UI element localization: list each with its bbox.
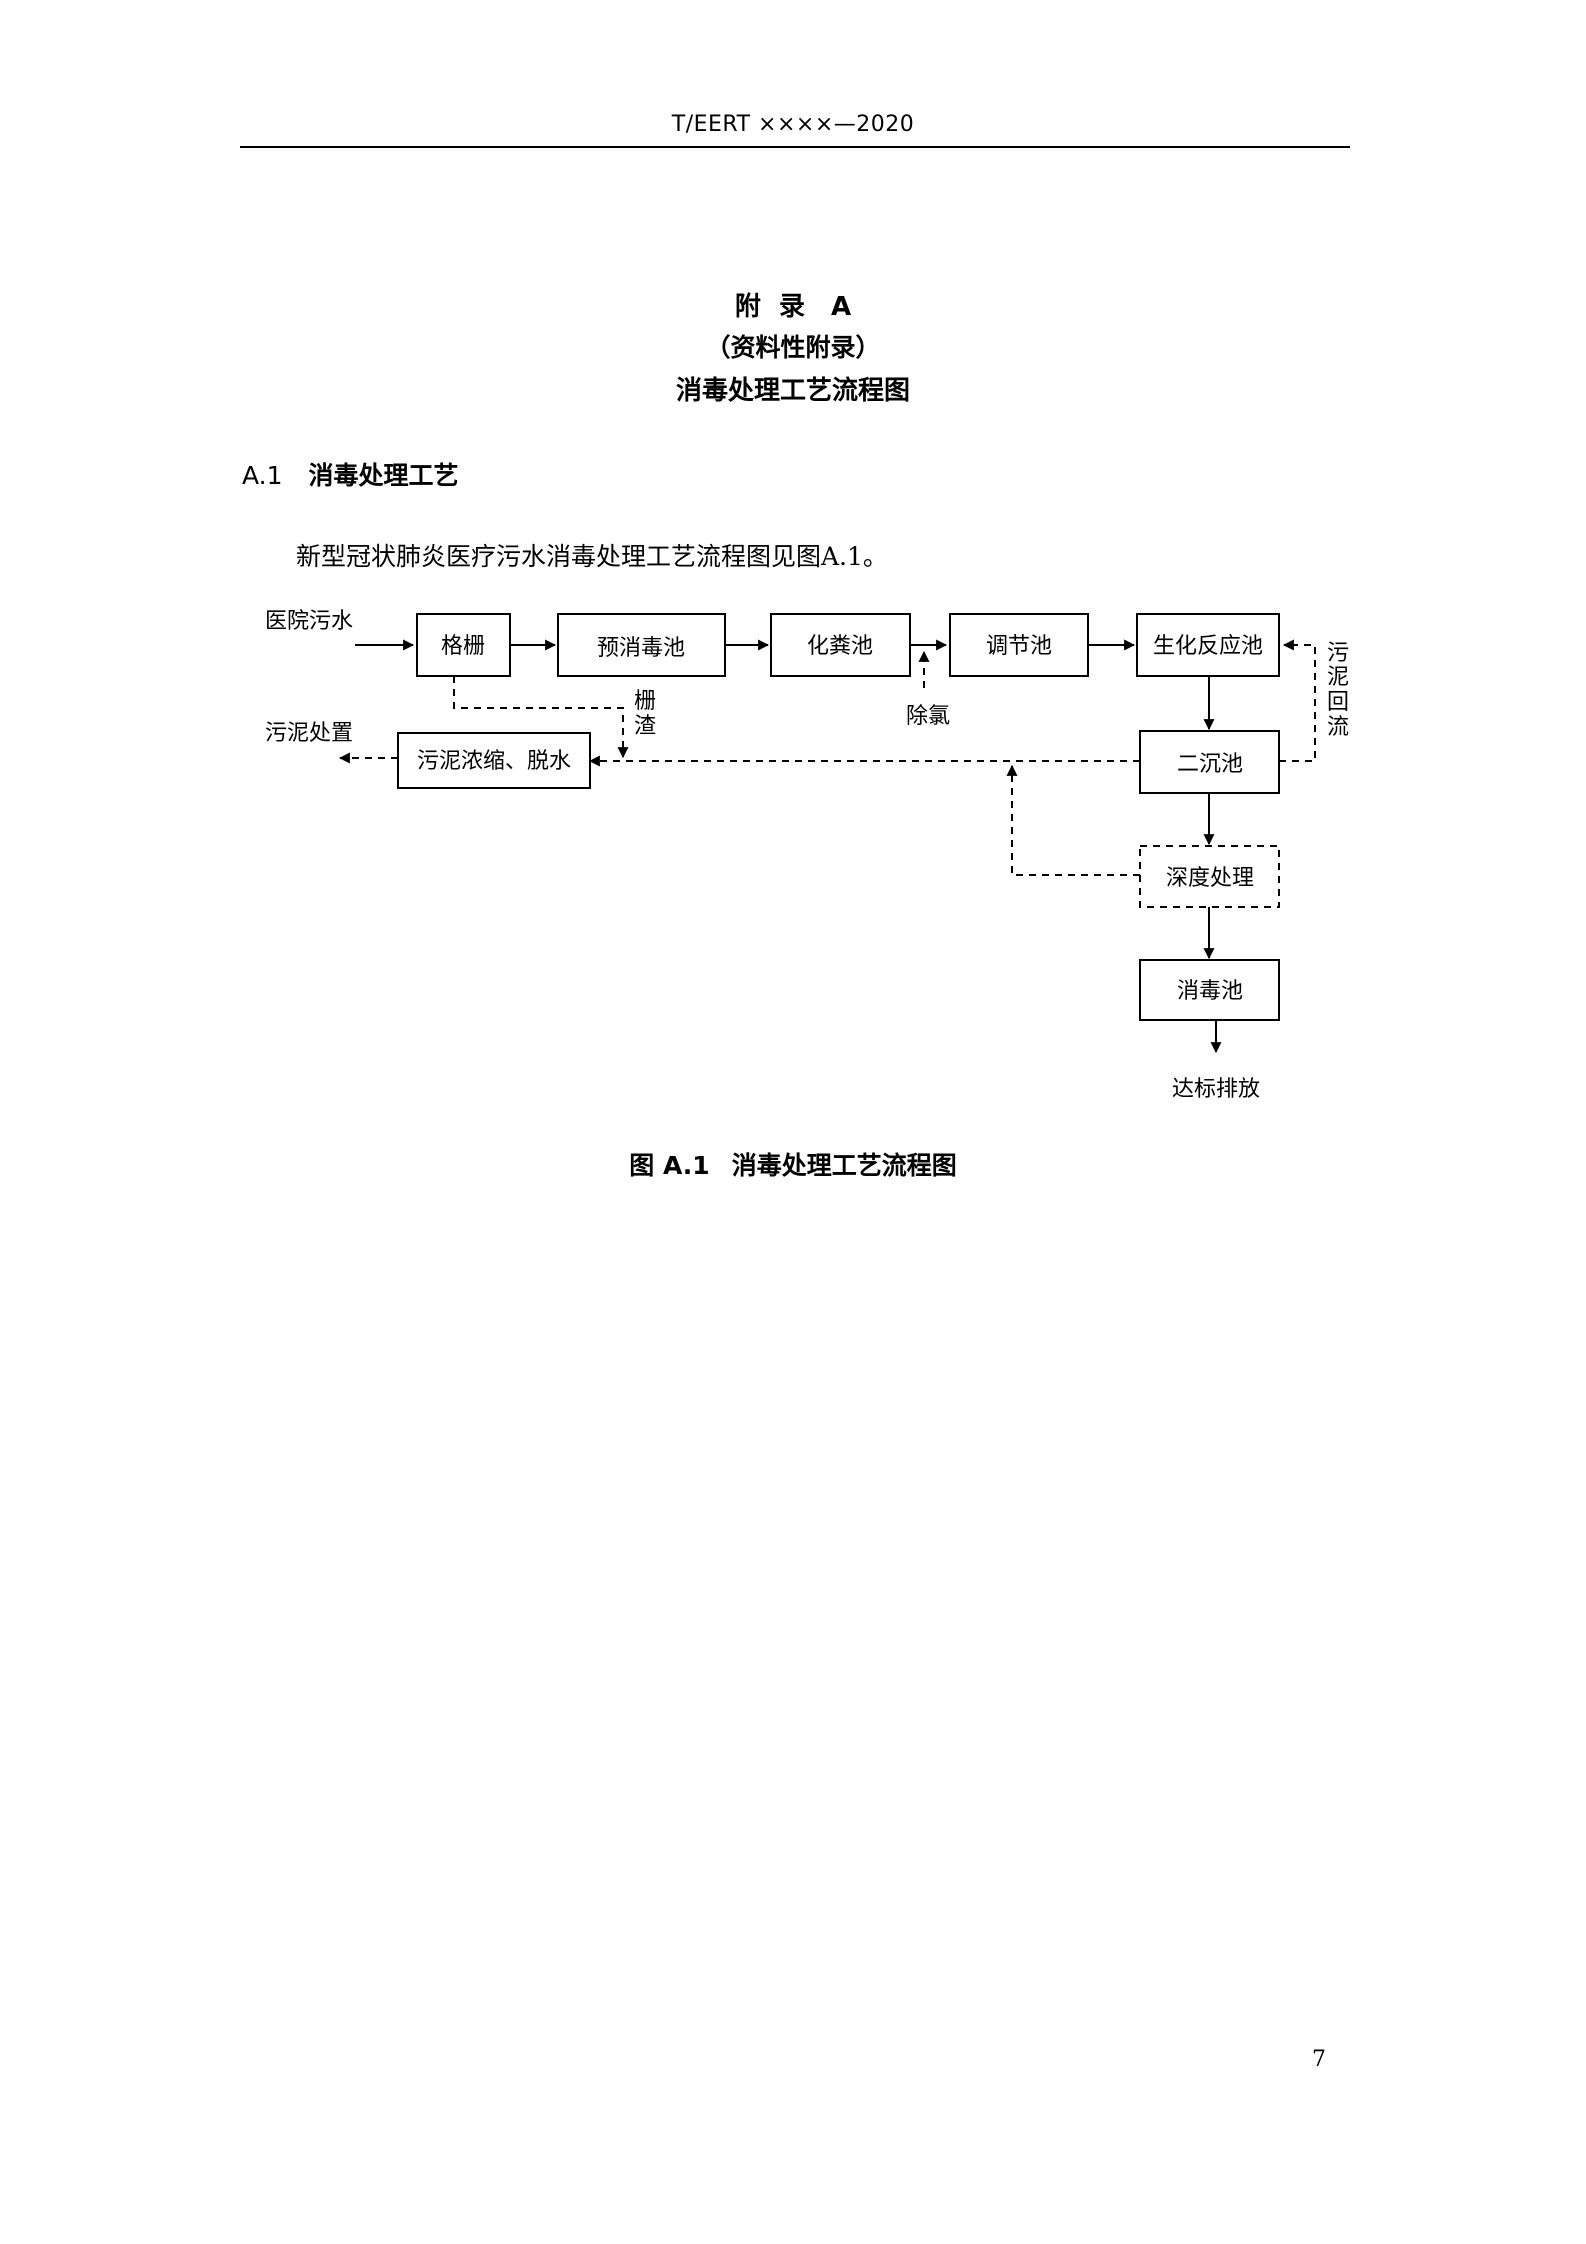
sludge-return-label-4: 流 xyxy=(1327,715,1349,740)
page-number: 7 xyxy=(1312,2047,1326,2072)
appendix-subtitle: （资料性附录） xyxy=(705,333,881,362)
dashed-sludge-return-path xyxy=(1279,639,1316,762)
pre-disinfection-label: 预消毒池 xyxy=(597,636,685,661)
advanced-treatment-label: 深度处理 xyxy=(1166,866,1254,891)
disinfection-tank-label: 消毒池 xyxy=(1177,979,1243,1004)
sludge-return-label-2: 泥 xyxy=(1327,665,1349,690)
document-header: T/EERT ××××—2020 xyxy=(671,112,915,137)
pre-disinfection-box xyxy=(557,613,726,677)
figure-caption: 图 A.1 消毒处理工艺流程图 xyxy=(0,1146,1586,1182)
appendix-title-letter: A xyxy=(830,292,852,322)
discharge-label: 达标排放 xyxy=(1172,1077,1260,1102)
section-title: 消毒处理工艺 xyxy=(308,461,459,490)
septic-tank-label: 化粪池 xyxy=(807,634,873,659)
sludge-thickening-box xyxy=(397,732,591,789)
flow-lines-solid xyxy=(355,639,1222,1054)
regulating-tank-label: 调节池 xyxy=(986,634,1052,659)
section-heading: A.1 消毒处理工艺 xyxy=(242,456,459,492)
screenings-label-1: 栅 xyxy=(634,689,656,714)
figure-caption-title: 消毒处理工艺流程图 xyxy=(731,1151,957,1180)
secondary-clarifier-box xyxy=(1139,730,1280,794)
secondary-clarifier-label: 二沉池 xyxy=(1177,752,1243,777)
diagram-labels: 医院污水 污泥处置 格栅 预消毒池 化粪池 调节池 生化反应池 二沉池 深度处理… xyxy=(265,609,1349,1102)
sludge-disposal-label: 污泥处置 xyxy=(265,721,353,746)
header-rule xyxy=(240,146,1350,148)
septic-tank-box xyxy=(770,613,911,677)
appendix-name: 消毒处理工艺流程图 xyxy=(675,376,910,406)
grille-box xyxy=(416,613,511,677)
flow-lines-dashed xyxy=(338,639,1316,876)
figure-caption-number: 图 A.1 xyxy=(629,1151,710,1180)
dashed-advanced-to-sludge-path xyxy=(1006,764,1140,876)
appendix-title-prefix: 附 录 xyxy=(734,292,805,322)
dechlorination-label: 除氯 xyxy=(906,704,950,729)
advanced-treatment-box xyxy=(1139,845,1280,908)
disinfection-tank-box xyxy=(1139,959,1280,1021)
sludge-thickening-label: 污泥浓缩、脱水 xyxy=(417,749,571,774)
sludge-return-label-3: 回 xyxy=(1327,690,1349,715)
body-paragraph: 新型冠状肺炎医疗污水消毒处理工艺流程图见图A.1。 xyxy=(296,542,888,571)
regulating-tank-box xyxy=(949,613,1089,677)
biochemical-tank-box xyxy=(1136,613,1280,677)
screenings-label-2: 渣 xyxy=(634,714,656,739)
sludge-return-label-1: 污 xyxy=(1327,641,1349,666)
biochemical-tank-label: 生化反应池 xyxy=(1153,634,1263,659)
section-number: A.1 xyxy=(242,461,283,490)
diagram-boxes xyxy=(397,613,1280,1021)
grille-label: 格栅 xyxy=(441,634,485,659)
input-label: 医院污水 xyxy=(265,609,353,634)
dashed-grille-screenings-path xyxy=(453,676,629,759)
